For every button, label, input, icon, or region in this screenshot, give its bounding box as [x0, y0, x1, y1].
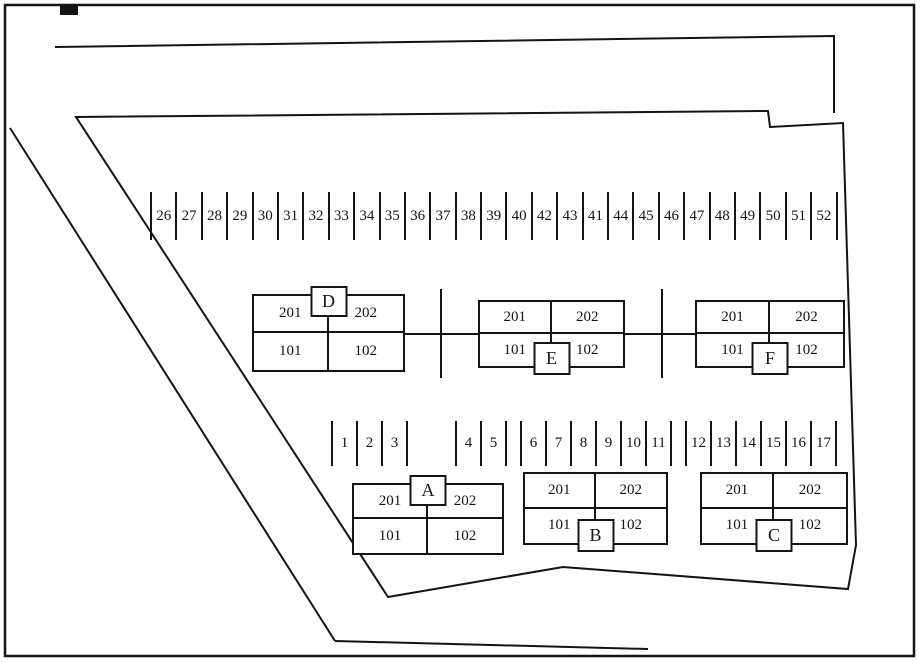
parking-space-4: 4	[455, 421, 480, 466]
road-edge-bottom	[334, 640, 649, 650]
unit-label: 202	[328, 296, 403, 333]
unit-label: 102	[798, 517, 822, 534]
unit-label: 201	[697, 302, 770, 334]
unit-label: 201	[480, 302, 552, 334]
unit-label: 101	[354, 519, 428, 553]
parking-space-7: 7	[545, 421, 570, 466]
parking-space-32: 32	[302, 192, 327, 240]
parking-space-47: 47	[683, 192, 708, 240]
building-A: 201 202 101 102 A	[352, 475, 504, 555]
building-label-E: E	[533, 342, 570, 375]
building-label-C: C	[755, 519, 793, 552]
unit-label: 202	[595, 474, 666, 509]
outer-boundary-line	[54, 34, 835, 113]
parking-space-17: 17	[810, 421, 835, 466]
parking-space-48: 48	[708, 192, 734, 240]
parking-space-38: 38	[454, 192, 480, 240]
parking-space-42: 42	[530, 192, 556, 240]
building-D: 201 202 101 102 D	[252, 286, 405, 372]
parking-space-30: 30	[251, 192, 277, 240]
unit-label: 202	[770, 302, 843, 334]
site-boundary	[74, 109, 858, 599]
unit-label: 102	[795, 341, 818, 358]
parking-space-28: 28	[200, 192, 226, 240]
building-label-F: F	[751, 342, 789, 375]
parking-space-10: 10	[620, 421, 645, 466]
parking-space-15: 15	[760, 421, 785, 466]
unit-label: 102	[354, 343, 378, 359]
parking-space-3: 3	[381, 421, 406, 466]
parking-space-11: 11	[645, 421, 670, 466]
parking-space-8: 8	[570, 421, 595, 466]
parking-space-16: 16	[785, 421, 810, 466]
parking-space-12: 12	[685, 421, 710, 466]
parking-space-26: 26	[150, 192, 175, 240]
scan-frame	[3, 3, 916, 658]
parking-space-37: 37	[429, 192, 454, 240]
scan-artifact	[60, 4, 78, 15]
parking-space-44: 44	[607, 192, 632, 240]
parking-space-9: 9	[595, 421, 620, 466]
parking-space-46: 46	[657, 192, 683, 240]
unit-label: 102	[453, 527, 477, 544]
parking-space-14: 14	[735, 421, 760, 466]
parking-space-40: 40	[505, 192, 530, 240]
parking-space-36: 36	[403, 192, 429, 240]
unit-label: 201	[702, 474, 774, 509]
parking-space-31: 31	[276, 192, 302, 240]
unit-label: 202	[551, 302, 623, 334]
parking-space-34: 34	[353, 192, 378, 240]
parking-space-41: 41	[581, 192, 607, 240]
parking-space-33: 33	[327, 192, 353, 240]
unit-label: 201	[525, 474, 596, 509]
building-C: 201 202 101 102 C	[700, 472, 848, 552]
parking-space-49: 49	[733, 192, 759, 240]
parking-space-39: 39	[480, 192, 505, 240]
parking-space-35: 35	[378, 192, 404, 240]
parking-space-27: 27	[175, 192, 200, 240]
unit-label: 202	[428, 485, 502, 519]
unit-label: 202	[774, 474, 846, 509]
parking-space-43: 43	[556, 192, 581, 240]
parking-space-51: 51	[784, 192, 810, 240]
building-B: 201 202 101 102 B	[523, 472, 668, 552]
building-E: 201 202 101 102 E	[478, 300, 625, 375]
parking-space-45: 45	[632, 192, 657, 240]
parking-space-29: 29	[226, 192, 251, 240]
parking-space-50: 50	[759, 192, 784, 240]
parking-space-52: 52	[810, 192, 835, 240]
parking-space-5: 5	[480, 421, 505, 466]
building-label-A: A	[409, 475, 447, 506]
parking-space-13: 13	[710, 421, 735, 466]
building-label-D: D	[310, 286, 347, 317]
unit-label: 102	[619, 517, 643, 534]
road-edge-left	[9, 127, 336, 642]
unit-label: 102	[576, 341, 599, 358]
parking-space-1: 1	[331, 421, 356, 466]
parking-space-6: 6	[520, 421, 545, 466]
building-F: 201 202 101 102 F	[695, 300, 845, 375]
building-label-B: B	[577, 519, 614, 552]
parking-space-2: 2	[356, 421, 381, 466]
unit-label: 101	[254, 333, 329, 370]
